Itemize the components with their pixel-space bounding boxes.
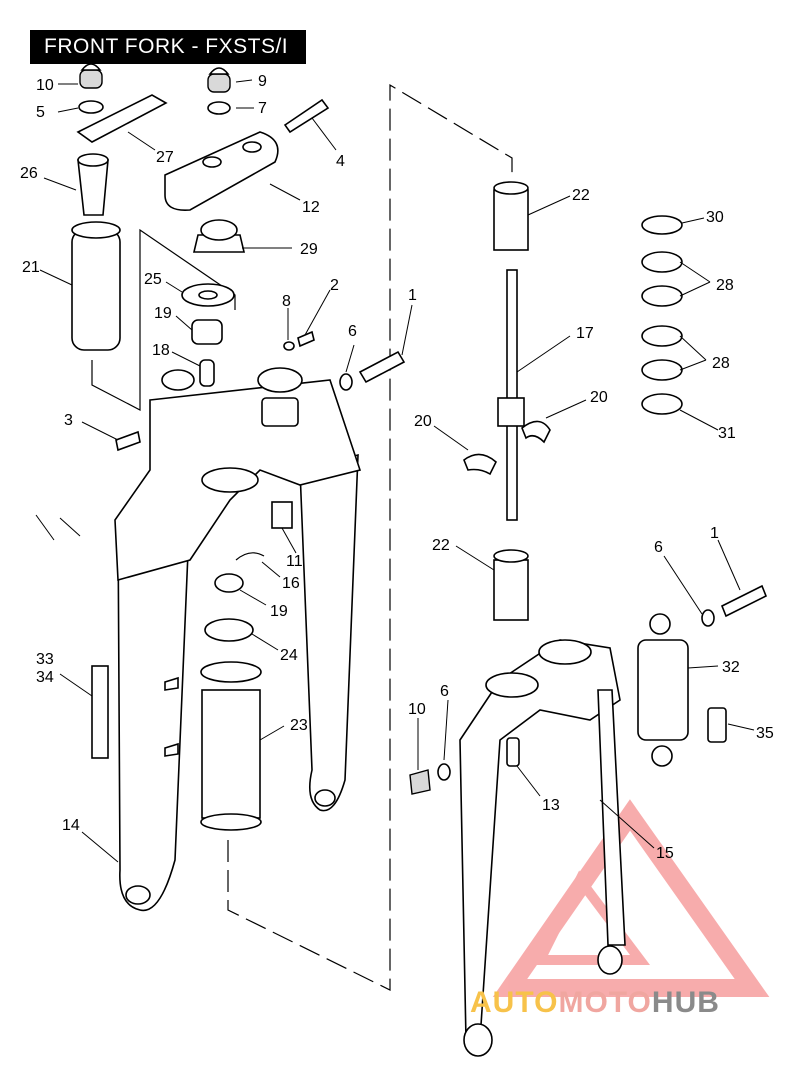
callout-18: 18: [152, 342, 170, 359]
race-28b: [641, 325, 683, 347]
callout-19: 19: [154, 305, 172, 322]
fork-bracket-12: [164, 131, 279, 212]
callout-28b: 28: [712, 355, 730, 372]
callout-12: 12: [302, 199, 320, 216]
screw-2: [297, 330, 315, 348]
pin-18: [199, 359, 215, 387]
callout-32: 32: [722, 659, 740, 676]
seal-31: [641, 393, 683, 415]
clip-20-left: [463, 453, 497, 476]
callout-3: 3: [64, 412, 73, 429]
callout-5: 5: [36, 104, 45, 121]
bolt-3: [115, 430, 141, 452]
bolt-4: [283, 98, 330, 134]
callout-4: 4: [336, 153, 345, 170]
page-title: FRONT FORK - FXSTS/I: [30, 30, 306, 64]
callout-14: 14: [62, 817, 80, 834]
washer-5: [78, 100, 104, 114]
callout-16: 16: [282, 575, 300, 592]
callout-35: 35: [756, 725, 774, 742]
callout-8: 8: [282, 293, 291, 310]
callout-labels: 10 9 5 7 27 4 26 12 29 21 25 2 8 19 6 1 …: [20, 73, 774, 862]
callout-25: 25: [144, 271, 162, 288]
callout-33: 33: [36, 651, 54, 668]
callout-20-left: 20: [414, 413, 432, 430]
clip-20-right: [521, 420, 551, 444]
acorn-nut-10: [79, 63, 103, 89]
fork-leg-right: [299, 453, 359, 812]
washer-6-r2: [437, 763, 451, 781]
callout-10: 10: [36, 77, 54, 94]
spring-23: [201, 689, 261, 819]
callout-21: 21: [22, 259, 40, 276]
bolt-1-right: [720, 584, 768, 618]
guide-line-boot: [91, 228, 236, 411]
damper-rod-17: [506, 269, 518, 521]
decal-33-34: [91, 665, 109, 759]
callout-34: 34: [36, 669, 54, 686]
callout-10-right: 10: [408, 701, 426, 718]
callout-13: 13: [542, 797, 560, 814]
grease-fitting-13: [506, 737, 520, 767]
callout-31: 31: [718, 425, 736, 442]
watermark-part-1: AUTO: [470, 986, 559, 1019]
callout-2: 2: [330, 277, 339, 294]
callout-1: 1: [408, 287, 417, 304]
watermark-text: AUTOMOTOHUB: [470, 986, 720, 1020]
callout-1-right: 1: [710, 525, 719, 542]
washer-24: [204, 618, 254, 642]
leader-lines: [35, 79, 755, 863]
lockwasher-7: [207, 101, 231, 115]
callout-20-right: 20: [590, 389, 608, 406]
callout-6: 6: [348, 323, 357, 340]
washer-6: [339, 373, 353, 391]
washer-19b: [214, 573, 244, 593]
spacer-26: [77, 159, 109, 216]
callout-6-right: 6: [654, 539, 663, 556]
callout-22: 22: [572, 187, 590, 204]
watermark-logo: [492, 799, 770, 997]
callout-11: 11: [286, 553, 303, 570]
callout-28: 28: [716, 277, 734, 294]
bracket-11: [271, 501, 293, 529]
callout-27: 27: [156, 149, 174, 166]
shock-absorber-32: [637, 639, 689, 741]
retaining-ring-16: [235, 552, 265, 561]
assembly-line-left: [227, 83, 513, 991]
bushing-19: [191, 319, 223, 345]
callout-6-r2: 6: [440, 683, 449, 700]
spring-22-top: [493, 189, 529, 251]
fork-boot-21: [71, 229, 121, 351]
acorn-nut-9: [207, 67, 231, 93]
callout-30: 30: [706, 209, 724, 226]
callout-24: 24: [280, 647, 298, 664]
watermark-part-2: MOTO: [558, 986, 652, 1019]
watermark-part-3: HUB: [651, 986, 720, 1019]
callout-29: 29: [300, 241, 318, 258]
washer-8: [283, 341, 295, 351]
callout-15: 15: [656, 845, 674, 862]
fork-slider-14: [117, 504, 191, 912]
spring-22-bottom: [493, 559, 529, 621]
callout-17: 17: [576, 325, 594, 342]
clip-35: [707, 707, 727, 743]
fork-plate-27: [76, 94, 168, 143]
bearing-28-top: [641, 251, 683, 273]
callout-19b: 19: [270, 603, 288, 620]
acorn-nut-10-right: [409, 769, 431, 795]
race-28: [641, 285, 683, 307]
washer-6-right: [701, 609, 715, 627]
callout-9: 9: [258, 73, 267, 90]
washer-30: [641, 215, 683, 235]
callout-22b: 22: [432, 537, 450, 554]
callout-7: 7: [258, 100, 267, 117]
callout-23: 23: [290, 717, 308, 734]
bearing-28-bottom: [641, 359, 683, 381]
bolt-1: [358, 350, 406, 384]
callout-26: 26: [20, 165, 38, 182]
